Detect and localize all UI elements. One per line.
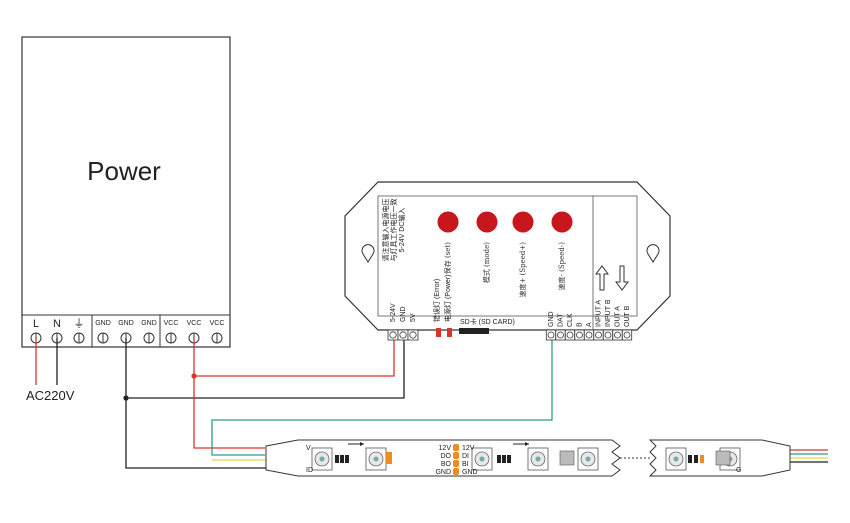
power-terminal-label: L xyxy=(33,318,39,330)
terminal-screw-icon[interactable] xyxy=(576,331,583,339)
mount-hole-left xyxy=(361,244,375,263)
power-terminal-label: VCC xyxy=(187,320,202,327)
terminal-screw-icon[interactable] xyxy=(557,331,564,339)
controller-button-label: 保存 (set) xyxy=(443,242,452,275)
power-led-label: 电源灯 (Power) xyxy=(443,275,452,322)
solder-pad xyxy=(453,460,459,467)
resistor xyxy=(335,455,339,463)
power-led xyxy=(447,328,452,337)
arrow-down-icon xyxy=(615,265,629,291)
resistor xyxy=(340,455,344,463)
controller: 请注意输入电源电压 与灯具工作电压一致 5-24V DC输入 保存 (set) 模… xyxy=(344,181,671,337)
terminal-screw-icon[interactable] xyxy=(409,331,417,339)
power-terminal-label: VCC xyxy=(210,320,225,327)
power-pin-label: 5-24V xyxy=(390,303,397,322)
terminal-screw-icon[interactable] xyxy=(623,331,631,339)
ic-chip xyxy=(559,450,575,466)
controller-button-0[interactable] xyxy=(437,211,459,233)
controller-button-3[interactable] xyxy=(551,211,573,233)
resistor xyxy=(502,455,506,463)
strip-out-g: G xyxy=(736,467,741,474)
error-led-label: 错误灯 (Error) xyxy=(432,279,441,322)
terminal-screw-icon[interactable] xyxy=(585,331,593,339)
power-terminal-label: ⏚ xyxy=(74,317,85,330)
strip-pad-label-in: BO xyxy=(441,461,452,468)
solder-pad xyxy=(453,444,459,451)
ac-voltage-label: AC220V xyxy=(26,388,75,403)
controller-button-2[interactable] xyxy=(512,211,534,233)
controller-button-label: 模式 (mode) xyxy=(482,242,491,283)
strip-in-gnd: ID xyxy=(306,467,313,474)
output-pin-label: INPUT A xyxy=(596,300,603,327)
wires xyxy=(35,338,828,469)
power-terminal-label: GND xyxy=(141,320,157,327)
strip-in-v: V xyxy=(306,445,311,452)
power-terminal-label: N xyxy=(53,318,61,330)
capacitor xyxy=(386,452,392,464)
output-pin-label: OUT A xyxy=(615,306,622,327)
mount-hole-right xyxy=(646,244,660,263)
power-title: Power xyxy=(87,156,161,186)
controller-button-label: 速度+ (Speed+) xyxy=(518,242,527,298)
controller-button-label: 速度- (Speed-) xyxy=(557,242,566,291)
error-led xyxy=(436,328,441,337)
output-pin-label: CLK xyxy=(567,313,574,327)
strip-pad-label-out: DI xyxy=(462,453,469,460)
power-terminal-label: GND xyxy=(95,320,111,327)
output-pin-label: GND xyxy=(548,311,555,327)
strip-pad-label-in: GND xyxy=(435,469,451,476)
solder-pad xyxy=(453,452,459,459)
controller-note-3: 5-24V DC输入 xyxy=(397,208,406,253)
terminal-screw-icon[interactable] xyxy=(614,331,621,339)
output-pin-label: INPUT B xyxy=(605,299,612,327)
controller-button-1[interactable] xyxy=(476,211,498,233)
controller-note-2: 与灯具工作电压一致 xyxy=(389,199,398,262)
strip-pad-label-in: DO xyxy=(441,453,452,460)
terminal-screw-icon[interactable] xyxy=(389,331,397,339)
output-pin-label: DAT xyxy=(558,313,565,327)
output-pin-label: OUT B xyxy=(624,305,631,327)
ic-chip xyxy=(715,450,731,466)
arrow-up-icon xyxy=(595,265,609,291)
strip-pad-label-out: 12V xyxy=(462,445,475,452)
power-terminals: L N ⏚ GND GND GND VCC VCC VCC xyxy=(30,317,225,344)
terminal-screw-icon[interactable] xyxy=(566,331,574,339)
strip-pad-label-in: 12V xyxy=(439,445,452,452)
terminal-screw-icon[interactable] xyxy=(604,331,612,339)
strip-pad-label-out: GND xyxy=(462,469,478,476)
resistor xyxy=(497,455,501,463)
solder-pad xyxy=(453,468,459,475)
controller-note-1: 请注意输入电源电压 xyxy=(381,199,390,262)
output-pin-label: A xyxy=(586,322,593,327)
power-supply: Power xyxy=(21,36,231,348)
sd-card-label: SD卡 (SD CARD) xyxy=(460,317,515,326)
power-pin-label: 5V xyxy=(410,313,417,322)
output-pin-label: B xyxy=(577,322,584,327)
power-terminal-label: GND xyxy=(118,320,134,327)
resistor xyxy=(345,455,349,463)
terminal-screw-icon[interactable] xyxy=(595,331,602,339)
strip-pad-label-out: BI xyxy=(462,461,469,468)
sd-card-slot[interactable] xyxy=(459,328,489,334)
power-terminal-label: VCC xyxy=(164,320,179,327)
terminal-screw-icon[interactable] xyxy=(547,331,555,339)
power-pin-label: GND xyxy=(400,306,407,322)
terminal-screw-icon[interactable] xyxy=(399,331,407,339)
resistor xyxy=(507,455,511,463)
